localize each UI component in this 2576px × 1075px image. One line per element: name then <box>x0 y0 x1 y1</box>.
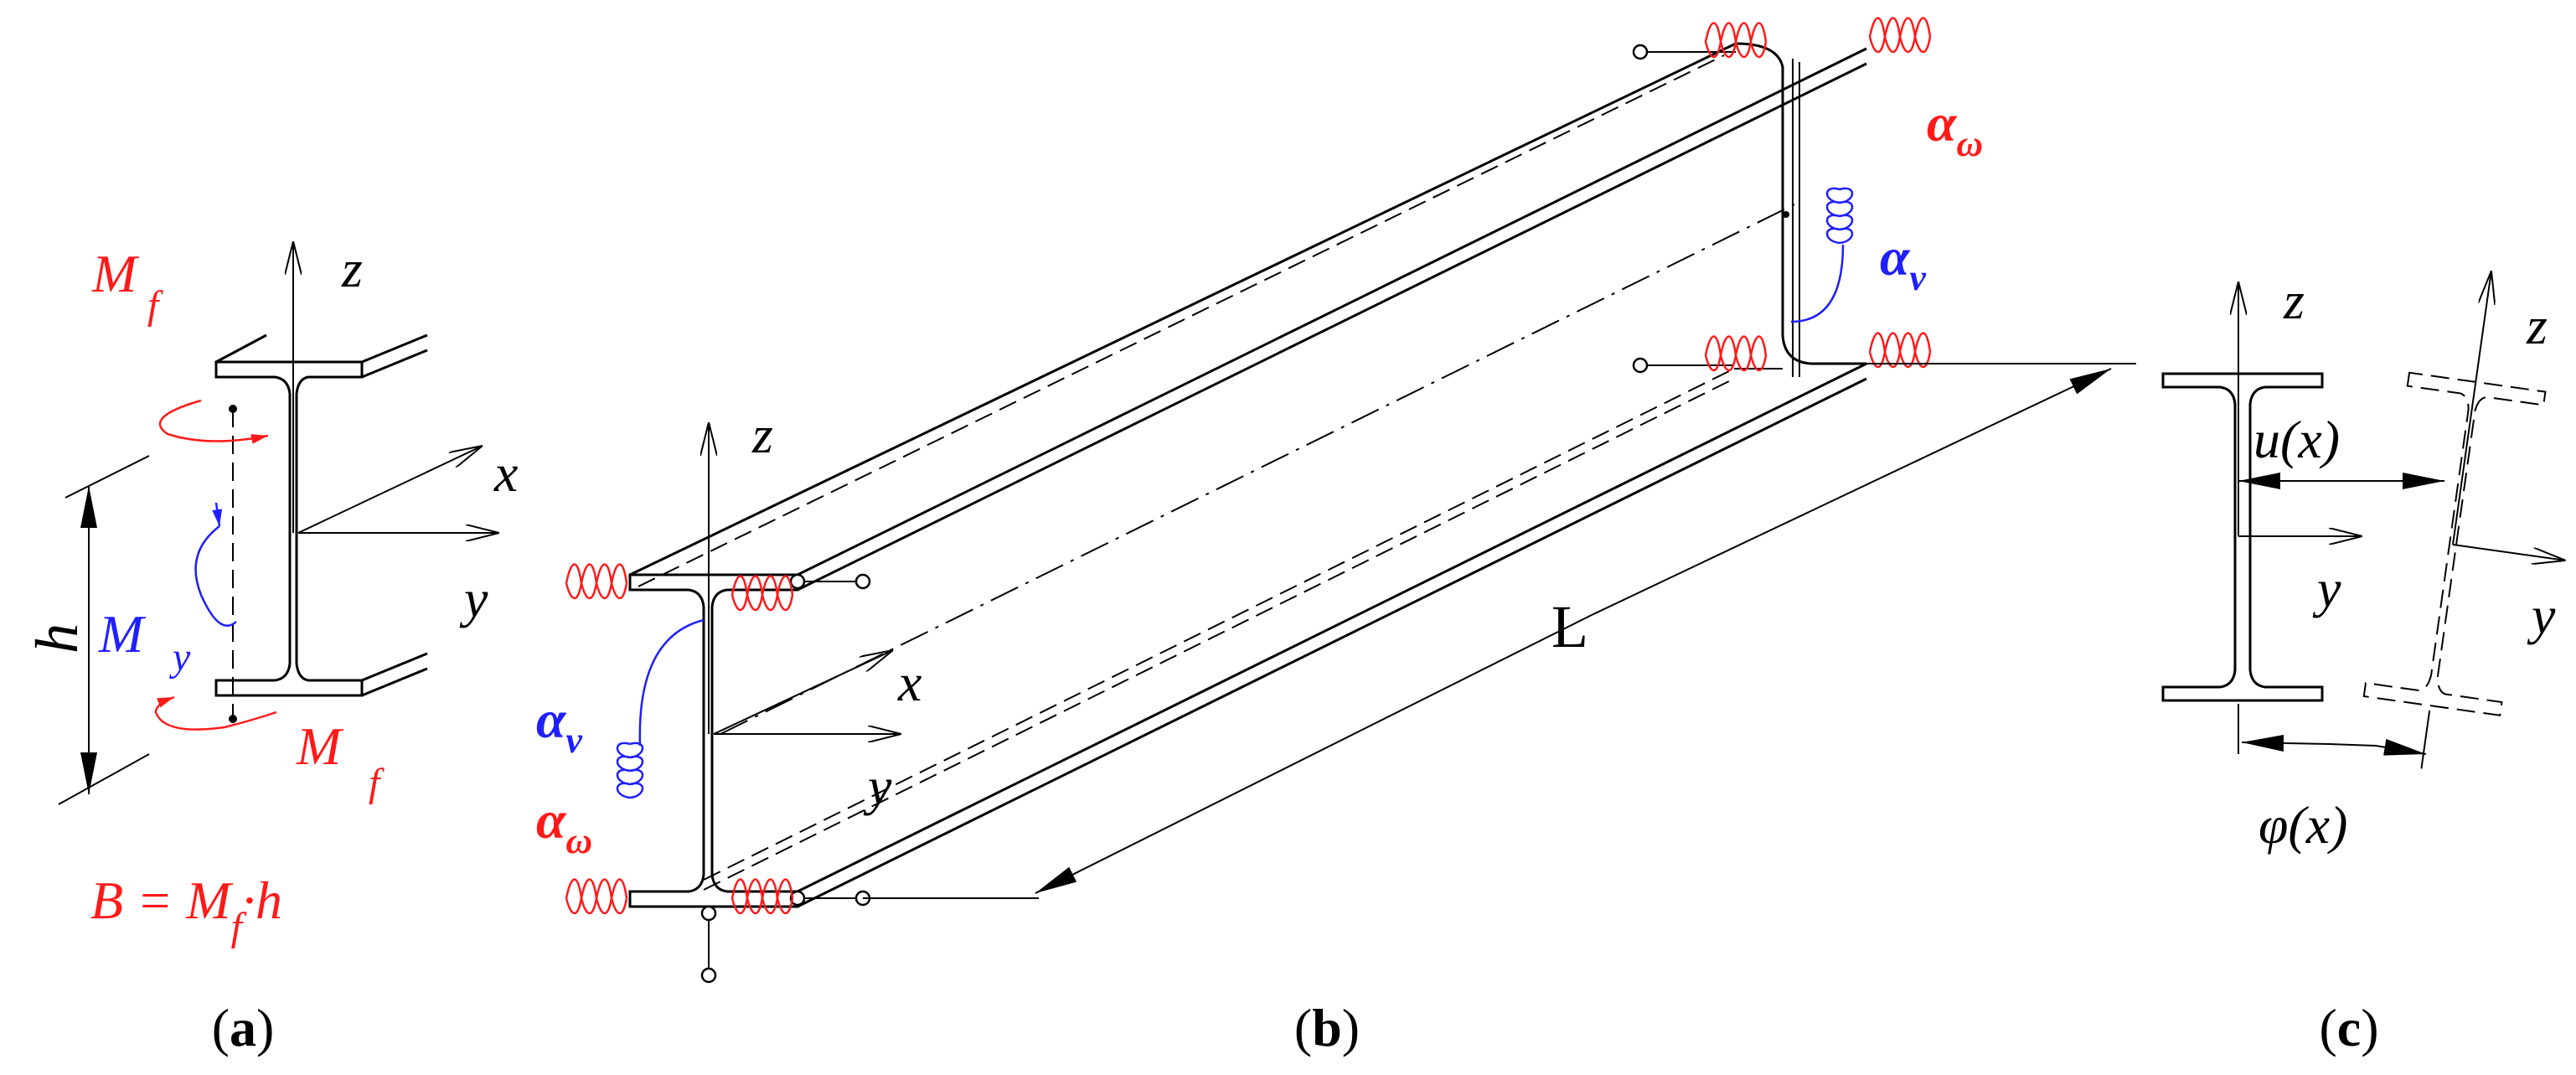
a-mf-bottom-M: M <box>296 716 344 776</box>
b-far-section <box>1735 42 1866 365</box>
b-spring-near-top-left <box>565 563 628 600</box>
b-hidden-bottom-edge-2 <box>703 378 1735 891</box>
b-node-5 <box>700 905 717 922</box>
b-spring-near-top-right <box>730 575 794 612</box>
panel-c: z y z y u(x) φ(x) (c) <box>2161 261 2576 1057</box>
a-my-y: y <box>168 635 191 680</box>
a-my-arrowhead <box>212 502 223 527</box>
b-top-flange-front-edge <box>797 47 1867 576</box>
b-L-label: L <box>1551 593 1588 660</box>
b-y-label: y <box>863 757 892 816</box>
a-bot-flange-edge-2 <box>361 667 428 697</box>
b-alpha-v-far: αv <box>1880 227 1926 298</box>
c-z-label: z <box>2283 271 2305 330</box>
a-mf-bottom-f: f <box>369 761 385 805</box>
b-spring-far-bot-left <box>1704 335 1768 372</box>
b-node-3 <box>789 890 806 907</box>
b-centroid-axis <box>720 204 1795 735</box>
a-mf-bottom-arrow <box>154 695 225 731</box>
b-x-label: x <box>897 653 921 712</box>
b-spring-blue-near <box>616 742 644 799</box>
c-z-rot-label: z <box>2526 296 2548 355</box>
a-top-flange-edge <box>215 333 267 364</box>
b-hidden-bottom-edge <box>703 368 1735 881</box>
a-mf-top-arrow <box>158 399 269 444</box>
b-spring-far-top-left <box>1704 22 1768 59</box>
a-mf-bottom-tail <box>224 711 277 729</box>
b-bot-flange-front-edge-2 <box>797 377 1867 908</box>
c-undeformed-section <box>2161 372 2324 702</box>
b-node-7 <box>1632 44 1649 60</box>
a-x-label: x <box>493 443 518 503</box>
b-top-flange-back-edge <box>629 42 1737 576</box>
b-L-arrow-far <box>1591 368 2112 616</box>
a-h-ext-bottom <box>58 753 150 805</box>
c-phi-label: φ(x) <box>2259 795 2347 855</box>
caption-c: (c) <box>2319 998 2378 1057</box>
b-top-flange-front-edge-2 <box>797 62 1867 592</box>
a-x-axis <box>297 446 483 534</box>
a-z-label: z <box>341 239 363 298</box>
a-bottom-point <box>229 715 237 723</box>
panel-a: z x y h M f M y M f B = Mf·h (a) <box>23 239 518 1057</box>
b-alpha-v-near: αv <box>536 690 582 761</box>
b-bot-flange-front-edge <box>797 362 1867 893</box>
b-x-axis <box>713 650 893 735</box>
b-node-1 <box>789 573 806 590</box>
a-top-point <box>229 405 237 413</box>
b-far-web-point <box>1783 211 1789 218</box>
b-L-arrow-near <box>1035 723 1375 894</box>
c-phi-arrow-left <box>2241 734 2330 752</box>
c-y-rot-label: y <box>2527 586 2556 645</box>
b-spring-far-bot-right <box>1868 332 1932 369</box>
a-my-M: M <box>98 604 147 664</box>
b-alpha-omega-near: αω <box>536 790 592 861</box>
caption-b: (b) <box>1294 998 1360 1057</box>
b-spring-blue-near-lead <box>638 618 705 747</box>
a-h-label: h <box>23 623 90 654</box>
c-phi-dim-line <box>2328 743 2377 747</box>
caption-a: (a) <box>212 998 275 1057</box>
c-phi-arrow-right <box>2375 738 2427 756</box>
b-hidden-top-edge <box>638 54 1725 587</box>
b-spring-far-top-right <box>1868 17 1932 54</box>
a-mf-top-f: f <box>147 283 163 328</box>
a-bot-flange-edge <box>361 652 428 682</box>
b-spring-blue-far-lead <box>1790 244 1845 323</box>
b-node-2 <box>854 573 871 590</box>
a-top-flange-edge-2 <box>361 333 428 364</box>
a-y-label: y <box>459 569 488 628</box>
a-my-arc <box>194 525 237 627</box>
c-y-label: y <box>2312 559 2341 618</box>
b-node-6 <box>700 967 717 984</box>
b-z-label: z <box>751 405 773 464</box>
b-alpha-omega-far: αω <box>1927 93 1983 164</box>
panel-b: z x y αv <box>536 17 2136 1057</box>
b-L-dim-line <box>1373 614 1593 725</box>
a-h-ext-top <box>65 455 150 499</box>
b-spring-near-bot-right <box>730 878 794 915</box>
a-section-outline <box>214 360 364 697</box>
b-spring-blue-far <box>1825 187 1854 245</box>
a-mf-top-M: M <box>91 244 140 303</box>
a-top-flange-edge-3 <box>361 349 428 379</box>
b-spring-near-bot-left <box>565 878 628 915</box>
b-node-8 <box>1632 357 1649 374</box>
a-bimoment-eq: B = Mf·h <box>90 871 282 949</box>
c-u-label: u(x) <box>2253 410 2340 469</box>
b-near-section <box>628 573 799 908</box>
